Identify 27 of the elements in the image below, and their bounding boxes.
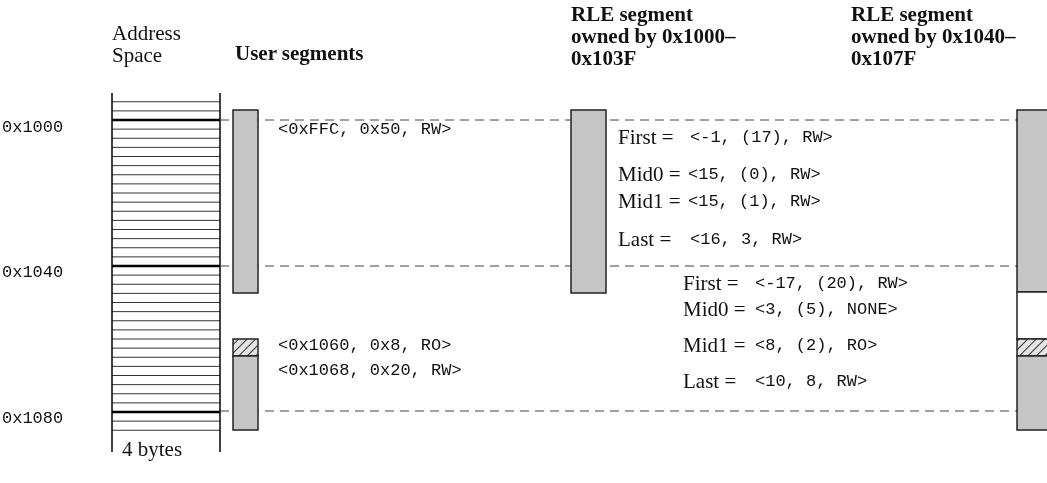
segment-descriptor: <0x1068, 0x20, RW> bbox=[278, 362, 462, 380]
segment-descriptor: <16, 3, RW> bbox=[690, 231, 803, 249]
segment-descriptor: <-17, (20), RW> bbox=[755, 275, 909, 293]
column-heading: Address Space bbox=[112, 22, 182, 67]
address-label: 0x1040 bbox=[2, 264, 64, 282]
field-name: First = bbox=[683, 272, 739, 295]
field-name: Last = bbox=[618, 228, 672, 251]
segment-descriptor: <3, (5), NONE> bbox=[755, 301, 898, 319]
field-name: Mid1 = bbox=[618, 190, 681, 213]
segment-descriptor: <8, (2), RO> bbox=[755, 337, 878, 355]
segment-descriptor: <10, 8, RW> bbox=[755, 373, 868, 391]
field-name: First = bbox=[618, 126, 674, 149]
column-heading: User segments bbox=[235, 42, 365, 65]
segment-descriptor: <15, (0), RW> bbox=[688, 166, 821, 184]
field-name: Mid1 = bbox=[683, 334, 746, 357]
address-label: 0x1000 bbox=[2, 119, 64, 137]
column-heading: RLE segment owned by 0x1000–0x103F bbox=[571, 3, 737, 70]
field-name: Mid0 = bbox=[618, 163, 681, 186]
address-label: 0x1080 bbox=[2, 410, 64, 428]
segment-descriptor: <15, (1), RW> bbox=[688, 193, 821, 211]
caption-text: 4 bytes bbox=[122, 438, 183, 461]
field-name: Mid0 = bbox=[683, 298, 746, 321]
segment-descriptor: <0xFFC, 0x50, RW> bbox=[278, 121, 452, 139]
column-heading: RLE segment owned by 0x1040–0x107F bbox=[851, 3, 1017, 70]
field-name: Last = bbox=[683, 370, 737, 393]
segment-descriptor: <-1, (17), RW> bbox=[690, 129, 833, 147]
segment-descriptor: <0x1060, 0x8, RO> bbox=[278, 337, 452, 355]
